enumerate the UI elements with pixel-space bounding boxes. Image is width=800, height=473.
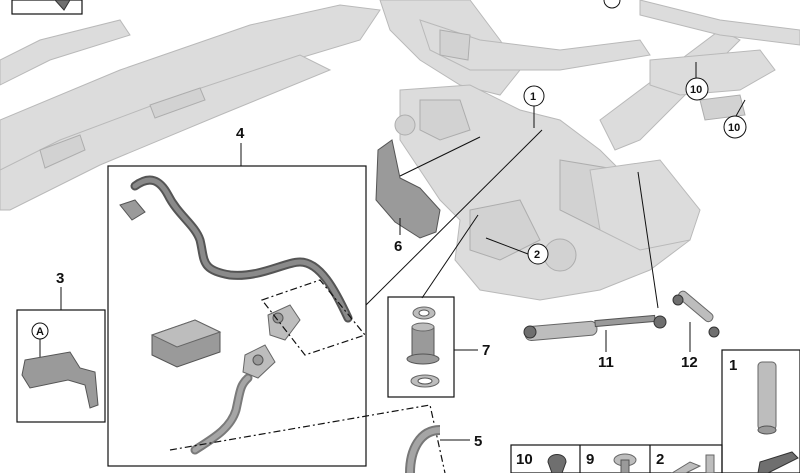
dashed-frame-lower bbox=[169, 404, 446, 473]
circled-10-a: 10 bbox=[685, 77, 709, 101]
svg-text:10: 10 bbox=[728, 122, 740, 134]
bracket-part bbox=[21, 351, 99, 409]
box-7 bbox=[387, 296, 455, 398]
box-1 bbox=[721, 349, 800, 473]
hose-assembly bbox=[119, 175, 353, 455]
callout-6: 6 bbox=[394, 238, 402, 255]
svg-text:2: 2 bbox=[534, 249, 540, 261]
circled-2: 2 bbox=[527, 243, 549, 265]
callout-7: 7 bbox=[482, 342, 490, 359]
svg-text:A: A bbox=[36, 326, 44, 338]
callout-11: 11 bbox=[598, 354, 614, 371]
dashed-frame-upper bbox=[261, 279, 367, 356]
bracket-6 bbox=[375, 139, 441, 239]
table-cell-10: 10 bbox=[516, 451, 533, 468]
svg-text:10: 10 bbox=[690, 84, 702, 96]
callout-1: 1 bbox=[729, 357, 737, 374]
box-4 bbox=[107, 165, 367, 467]
callout-3: 3 bbox=[56, 270, 64, 287]
table-cell-9: 9 bbox=[586, 451, 594, 468]
strut-12 bbox=[672, 290, 720, 338]
circled-1: 1 bbox=[523, 85, 545, 107]
gas-strut-11 bbox=[523, 314, 667, 342]
table-cell-2: 2 bbox=[656, 451, 664, 468]
svg-text:1: 1 bbox=[530, 91, 536, 103]
parts-table: 10 9 2 bbox=[510, 444, 799, 473]
circled-10-b: 10 bbox=[723, 115, 747, 139]
callout-12: 12 bbox=[681, 354, 698, 371]
callout-5: 5 bbox=[474, 433, 482, 450]
callout-4: 4 bbox=[236, 125, 245, 142]
ghost-roof-mechanism bbox=[0, 0, 800, 301]
